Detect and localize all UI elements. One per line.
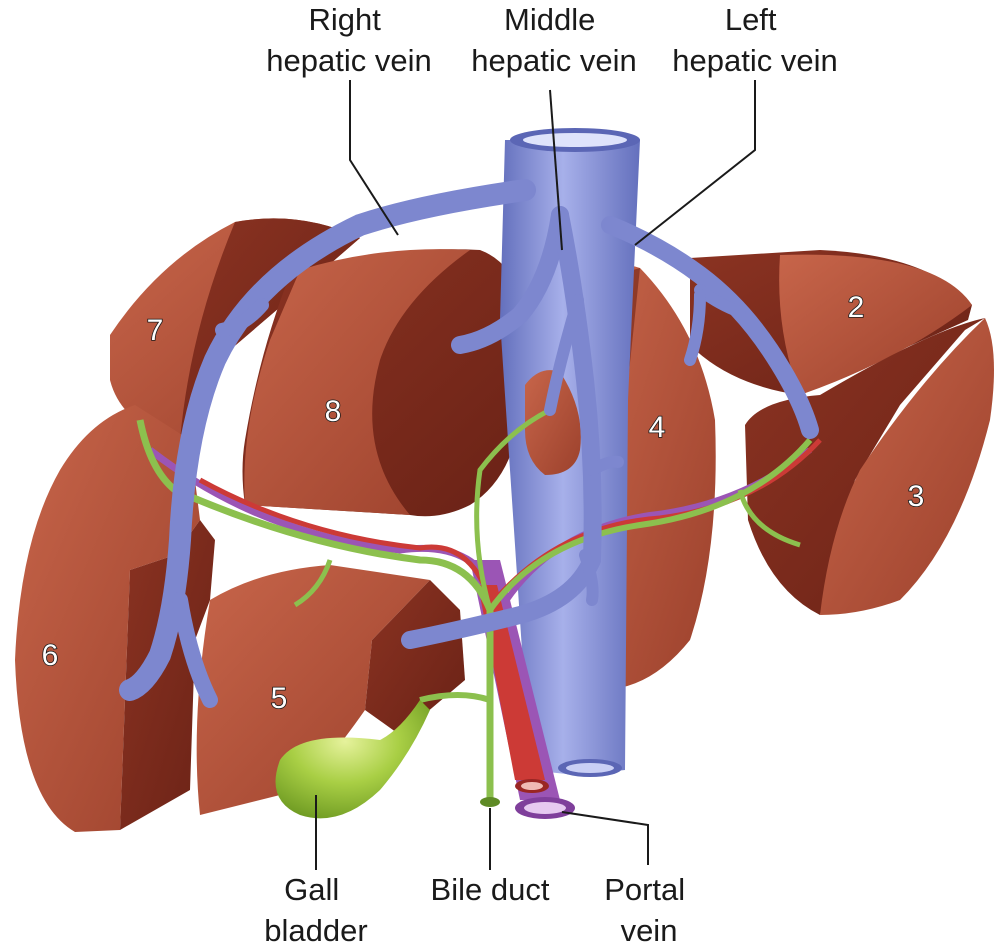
label-gall-bladder: Gall bladder [264,872,367,948]
segment-label-6: 6 [42,639,59,672]
label-right-hepatic-vein: Right hepatic vein [266,2,431,78]
caudate-lobe [525,370,581,475]
label-left-hepatic-vein: Left hepatic vein [672,2,837,78]
segment-label-7: 7 [147,314,164,347]
label-portal-vein: Portal vein [604,872,694,948]
segment-8 [242,249,520,517]
label-middle-hepatic-vein: Middle hepatic vein [471,2,636,78]
segment-3 [745,318,994,615]
right-hepatic-vein [119,179,536,708]
leader-lines [315,80,756,870]
segment-label-8: 8 [325,395,342,428]
segment-label-5: 5 [271,682,288,715]
left-hepatic-vein [601,216,819,439]
gall-bladder [275,700,430,819]
segment-2 [690,250,972,395]
segment-label-2: 2 [848,291,865,324]
segment-6 [15,405,215,832]
segment-label-4: 4 [649,411,666,444]
segment-label-3: 3 [908,480,925,513]
bile-duct [136,407,813,807]
middle-hepatic-vein [401,206,624,649]
label-bile-duct: Bile duct [431,872,550,907]
